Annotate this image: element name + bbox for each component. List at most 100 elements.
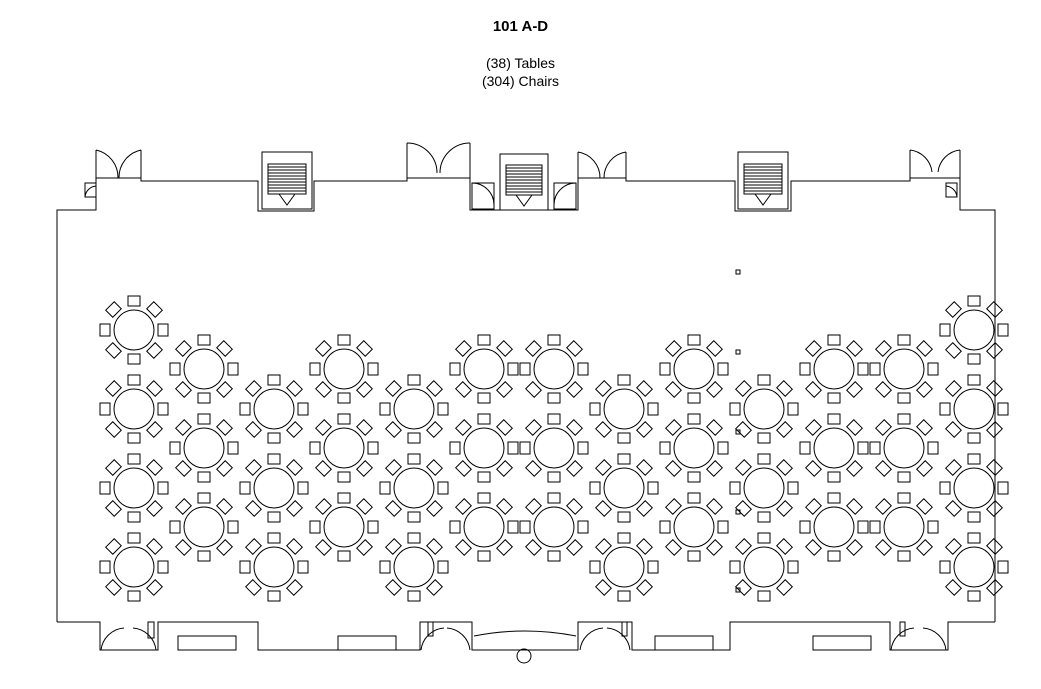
chair (198, 414, 210, 424)
chair (946, 460, 962, 476)
table-top (744, 389, 784, 429)
chair (456, 499, 472, 515)
chair (268, 591, 280, 601)
chair (427, 422, 443, 438)
chair (567, 540, 583, 556)
chair (106, 580, 122, 596)
round-table (940, 533, 1008, 601)
round-table (800, 493, 868, 561)
chair (858, 521, 868, 533)
round-table (870, 493, 938, 561)
chair (526, 341, 542, 357)
chair (520, 521, 530, 533)
chair (100, 403, 110, 415)
table-top (954, 468, 994, 508)
chair (707, 540, 723, 556)
chair (788, 482, 798, 494)
chair (987, 422, 1003, 438)
chair (736, 501, 752, 517)
chair (858, 363, 868, 375)
chair (987, 539, 1003, 555)
chair (240, 403, 250, 415)
table-top (674, 428, 714, 468)
chair (940, 482, 950, 494)
chair (688, 472, 700, 482)
chair (106, 343, 122, 359)
chair (788, 561, 798, 573)
table-top (604, 547, 644, 587)
chair (928, 521, 938, 533)
chair (128, 296, 140, 306)
chair (147, 302, 163, 318)
chair (968, 375, 980, 385)
chair (688, 551, 700, 561)
chair (648, 561, 658, 573)
table-top (254, 547, 294, 587)
chair (898, 335, 910, 345)
round-table (240, 533, 308, 601)
chair (707, 382, 723, 398)
chair (456, 461, 472, 477)
chair (666, 461, 682, 477)
chair (147, 539, 163, 555)
table-top (324, 428, 364, 468)
chair (548, 493, 560, 503)
chair (828, 393, 840, 403)
chair (707, 461, 723, 477)
chair (246, 381, 262, 397)
chair (870, 442, 880, 454)
chair (666, 540, 682, 556)
chair (666, 341, 682, 357)
chair (590, 403, 600, 415)
chair (287, 539, 303, 555)
round-table (520, 414, 588, 482)
chair (660, 442, 670, 454)
chair (946, 302, 962, 318)
chair (578, 363, 588, 375)
chair (800, 442, 810, 454)
chair (147, 580, 163, 596)
chair (876, 499, 892, 515)
chair (637, 580, 653, 596)
chair (870, 521, 880, 533)
round-table (170, 335, 238, 403)
chair (357, 382, 373, 398)
table-top (744, 547, 784, 587)
chair (730, 561, 740, 573)
chair (246, 539, 262, 555)
round-table (940, 375, 1008, 443)
chair (338, 551, 350, 561)
chair (386, 539, 402, 555)
chair (898, 393, 910, 403)
chair (170, 442, 180, 454)
chair (777, 501, 793, 517)
chair (618, 433, 630, 443)
chair (688, 493, 700, 503)
chair (596, 580, 612, 596)
chair (240, 482, 250, 494)
plan-title: 101 A-D (492, 18, 549, 35)
round-table (520, 335, 588, 403)
chair (736, 539, 752, 555)
round-table (310, 414, 378, 482)
chair (176, 540, 192, 556)
table-top (674, 507, 714, 547)
chair (497, 499, 513, 515)
round-table (590, 375, 658, 443)
chair (100, 561, 110, 573)
chair (567, 382, 583, 398)
chair (316, 540, 332, 556)
chair (147, 381, 163, 397)
chair (357, 499, 373, 515)
chair (217, 461, 233, 477)
chair (478, 335, 490, 345)
chair (338, 335, 350, 345)
chair (198, 472, 210, 482)
chair (707, 420, 723, 436)
chair (386, 501, 402, 517)
chair (246, 460, 262, 476)
chair (730, 482, 740, 494)
chair (228, 442, 238, 454)
chair (106, 302, 122, 318)
chair (158, 324, 168, 336)
